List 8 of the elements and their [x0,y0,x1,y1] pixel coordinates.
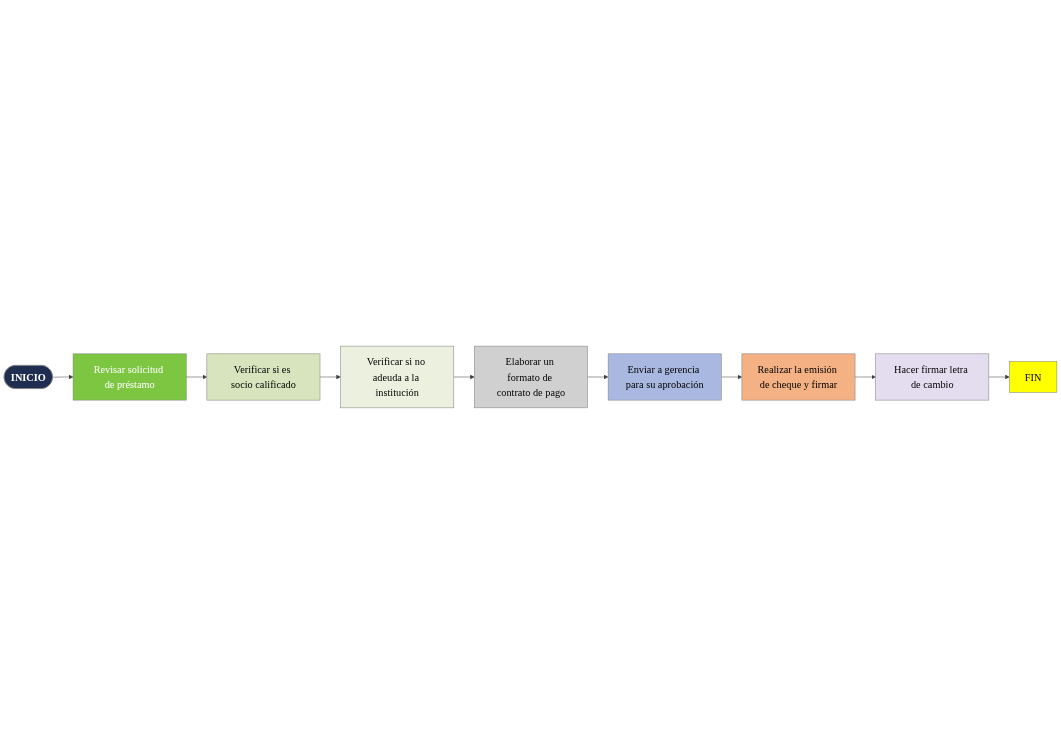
node-box: Elaborar un formato de contrato de pago [474,345,588,409]
node-box: Verificar si no adeuda a la institución [340,345,455,409]
node-box: Realizar la emisión de cheque y firmar [741,353,856,401]
node-box: Revisar solicitud de préstamo [72,353,187,401]
node-box: FIN [1009,361,1058,393]
node-box: Enviar a gerencia para su aprobación [607,353,722,401]
node-box: Verificar si es socio calificado [206,353,321,401]
node-box: Hacer firmar letra de cambio [875,353,990,401]
